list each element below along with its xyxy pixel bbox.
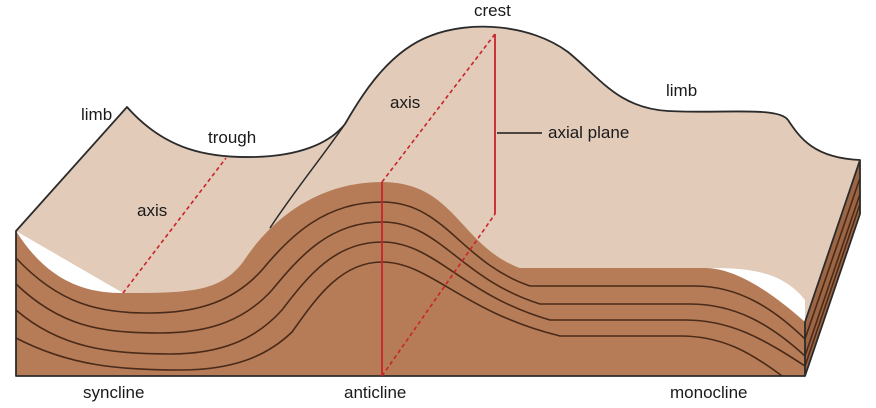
label-axis-left: axis xyxy=(137,201,168,220)
side-face xyxy=(805,160,860,376)
cross-section xyxy=(16,182,805,376)
top-surface xyxy=(16,26,860,323)
fold-crease xyxy=(269,123,346,229)
strata-lines xyxy=(15,201,806,377)
label-anticline: anticline xyxy=(344,383,407,402)
axial-plane-dash-back xyxy=(381,213,496,377)
label-limb-right: limb xyxy=(666,81,698,100)
label-trough: trough xyxy=(208,128,257,147)
axis-line-anticline-top xyxy=(381,33,496,183)
label-limb-left: limb xyxy=(81,105,113,124)
block-outline xyxy=(15,25,861,377)
axis-line-syncline xyxy=(122,157,227,294)
label-crest: crest xyxy=(474,1,511,20)
side-strata xyxy=(804,177,861,367)
label-axial-plane: axial plane xyxy=(548,123,630,142)
label-monocline: monocline xyxy=(670,383,748,402)
label-axis-center: axis xyxy=(390,93,421,112)
label-syncline: syncline xyxy=(83,383,145,402)
